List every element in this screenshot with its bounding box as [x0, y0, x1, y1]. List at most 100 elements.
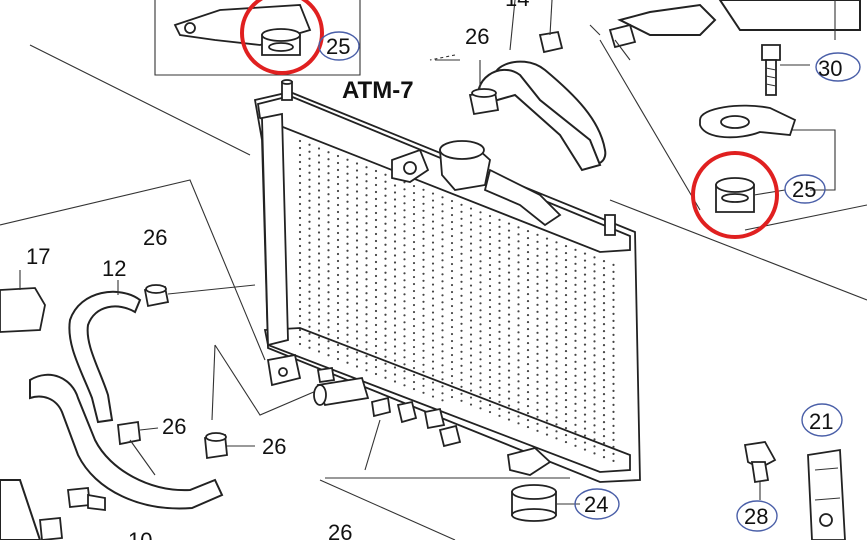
fin-dot — [298, 251, 302, 255]
fin-dot — [612, 284, 615, 287]
fin-dot — [564, 314, 568, 318]
fin-dot — [365, 271, 368, 274]
fin-dot — [574, 430, 577, 433]
fin-dot — [479, 253, 482, 256]
fin-dot — [355, 323, 359, 326]
fin-dot — [384, 187, 387, 190]
fin-dot — [441, 364, 444, 367]
fin-dot — [517, 310, 520, 313]
fin-dot — [574, 388, 577, 391]
fin-dot — [602, 343, 606, 347]
fin-dot — [469, 305, 473, 308]
fin-dot — [431, 367, 435, 370]
fin-dot — [431, 199, 435, 202]
fin-dot — [336, 287, 340, 291]
fin-dot — [593, 445, 596, 448]
fin-dot — [355, 239, 359, 242]
fin-dot — [583, 434, 587, 437]
fin-dot — [422, 300, 425, 303]
fin-dot — [450, 297, 454, 301]
fin-dot — [526, 341, 530, 345]
fin-dot — [555, 395, 558, 398]
fin-dot — [507, 306, 511, 309]
fin-dot — [384, 362, 387, 365]
fin-dot — [355, 225, 359, 228]
fin-dot — [336, 294, 340, 298]
fin-dot — [308, 304, 311, 307]
fin-dot — [545, 342, 549, 345]
fin-dot — [479, 281, 482, 284]
fin-dot — [422, 349, 425, 352]
fin-dot — [488, 305, 492, 309]
fin-dot — [555, 325, 558, 328]
label-21: 21 — [801, 403, 843, 437]
fin-dot — [574, 325, 577, 328]
fin-dot — [365, 187, 368, 190]
fin-dot — [526, 376, 530, 380]
fin-dot — [374, 197, 378, 201]
fin-dot — [583, 357, 587, 360]
fin-dot — [403, 321, 406, 324]
fin-dot — [355, 260, 359, 263]
fin-dot — [526, 404, 530, 408]
fin-dot — [365, 369, 368, 372]
fin-dot — [498, 246, 501, 249]
fin-dot — [441, 224, 444, 227]
fin-dot — [327, 207, 330, 210]
fin-dot — [384, 257, 387, 260]
fin-dot — [583, 448, 587, 451]
fin-dot — [422, 216, 425, 219]
fin-dot — [441, 371, 444, 374]
fin-dot — [327, 214, 330, 217]
fin-dot — [346, 277, 349, 280]
fin-dot — [346, 193, 349, 196]
fin-dot — [346, 179, 349, 182]
fin-dot — [593, 410, 596, 413]
fin-dot — [488, 256, 492, 260]
fin-dot — [545, 272, 549, 275]
fin-dot — [593, 403, 596, 406]
fin-dot — [317, 266, 321, 269]
fin-dot — [488, 389, 492, 393]
fin-dot — [555, 262, 558, 265]
fin-dot — [536, 394, 539, 397]
fin-dot — [526, 271, 530, 275]
fin-dot — [384, 348, 387, 351]
fin-dot — [384, 271, 387, 274]
fin-dot — [555, 241, 558, 244]
fin-dot — [317, 175, 321, 178]
fitting-17 — [0, 270, 46, 333]
fin-dot — [593, 291, 596, 294]
fin-dot — [498, 288, 501, 291]
fin-dot — [583, 294, 587, 297]
fin-dot — [488, 242, 492, 246]
fin-dot — [412, 205, 416, 209]
fin-dot — [346, 207, 349, 210]
fin-dot — [441, 301, 444, 304]
fin-dot — [384, 320, 387, 323]
fin-dot — [403, 279, 406, 282]
fin-dot — [602, 266, 606, 270]
fin-dot — [564, 244, 568, 248]
fin-dot — [393, 219, 397, 222]
fin-dot — [564, 265, 568, 269]
fin-dot — [526, 320, 530, 324]
fin-dot — [612, 312, 615, 315]
fin-dot — [479, 337, 482, 340]
fin-dot — [602, 308, 606, 312]
fin-dot — [422, 272, 425, 275]
fin-dot — [574, 402, 577, 405]
svg-text:24: 24 — [584, 492, 608, 517]
fin-dot — [555, 430, 558, 433]
fin-dot — [488, 235, 492, 239]
fin-dot — [488, 319, 492, 323]
fin-dot — [488, 298, 492, 302]
fin-dot — [308, 332, 311, 335]
fin-dot — [460, 210, 463, 213]
fin-dot — [403, 293, 406, 296]
fin-dot — [431, 206, 435, 209]
clip-28 — [743, 441, 777, 500]
fin-dot — [498, 316, 501, 319]
hose-14 — [477, 0, 607, 172]
fin-dot — [412, 373, 416, 377]
